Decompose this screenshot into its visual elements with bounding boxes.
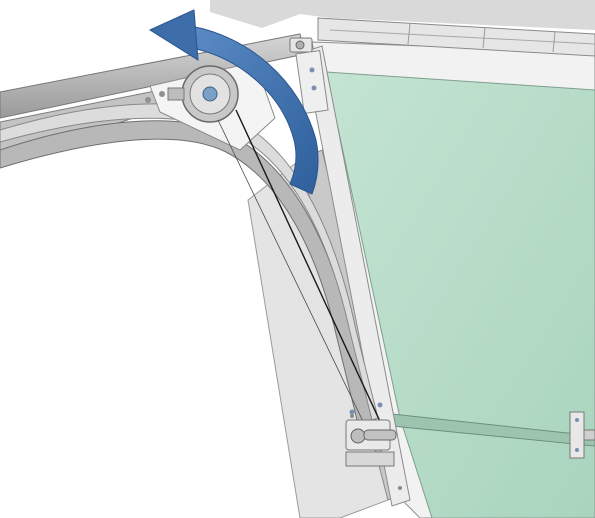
lift-cable bbox=[235, 109, 385, 431]
bottom-roller-bracket bbox=[345, 402, 397, 467]
drum-pulley-icon bbox=[167, 65, 239, 123]
curved-arrow-icon bbox=[148, 9, 319, 195]
hinge-bracket-icon bbox=[289, 37, 329, 114]
ceiling-surface bbox=[210, 0, 595, 30]
right-hinge-icon bbox=[569, 411, 595, 459]
door-glass-panel bbox=[325, 71, 595, 518]
